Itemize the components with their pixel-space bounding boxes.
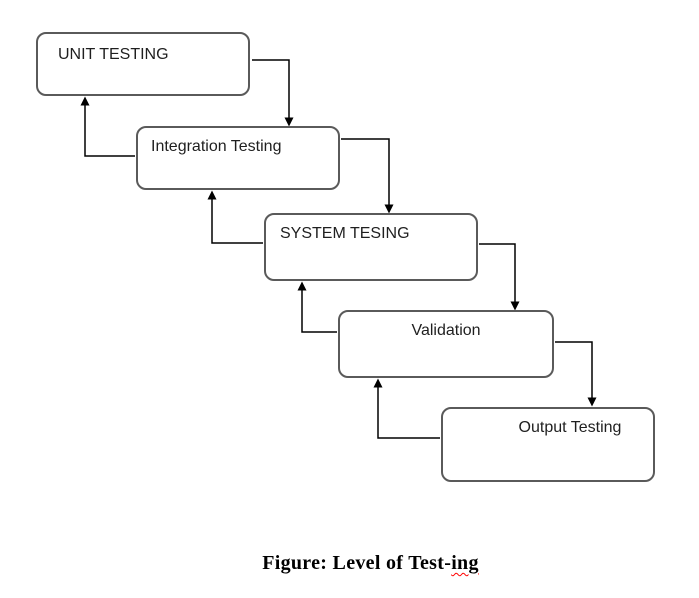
- connector-unit-to-integration-forward: [252, 59, 294, 127]
- node-integration-testing-label: Integration Testing: [151, 138, 282, 155]
- node-unit-testing: UNIT TESTING: [36, 32, 250, 96]
- connector-integration-to-system-forward: [341, 138, 394, 214]
- figure-caption: Figure: Level of Test-ing: [21, 552, 699, 575]
- node-output-testing: Output Testing: [441, 407, 655, 482]
- node-unit-testing-label: UNIT TESTING: [58, 46, 169, 63]
- figure-caption-misspelled-word: ing: [451, 552, 479, 574]
- connector-validation-to-output-forward: [555, 341, 597, 407]
- connector-system-to-validation-forward: [479, 243, 520, 311]
- node-validation-label: Validation: [411, 322, 481, 339]
- figure-caption-text: Figure: Level of Test-: [262, 552, 452, 574]
- node-output-testing-label: Output Testing: [518, 419, 622, 436]
- connector-integration-to-unit-backward: [80, 96, 135, 157]
- node-system-tesing-label: SYSTEM TESING: [280, 225, 410, 242]
- node-validation: Validation: [338, 310, 554, 378]
- connector-output-to-validation-backward: [373, 378, 440, 439]
- connector-system-to-integration-backward: [207, 190, 263, 244]
- node-integration-testing: Integration Testing: [136, 126, 340, 190]
- node-system-tesing: SYSTEM TESING: [264, 213, 478, 281]
- connector-validation-to-system-backward: [297, 281, 337, 333]
